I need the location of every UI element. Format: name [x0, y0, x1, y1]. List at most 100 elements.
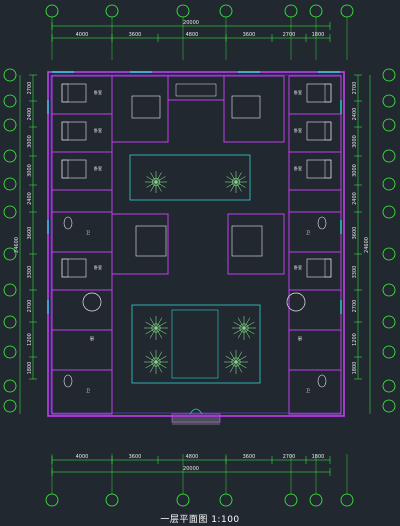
axis-bubble-right	[382, 118, 396, 132]
axis-bubble-right	[382, 247, 396, 261]
bed-pillow	[324, 258, 332, 278]
plant-leaf	[155, 181, 162, 192]
table-center	[175, 83, 217, 97]
left-room	[51, 369, 113, 415]
right-room	[288, 151, 342, 191]
right-dim-label: 3000	[352, 135, 358, 148]
axis-bubble-bottom	[105, 493, 119, 507]
axis-bubble-right	[382, 345, 396, 359]
bed	[61, 83, 87, 103]
bottom-dim-label: 3600	[243, 454, 256, 460]
room-label-right: 卧室	[294, 264, 302, 270]
sofa-set	[131, 95, 161, 119]
plant-leaf	[150, 172, 157, 183]
right-room	[288, 189, 342, 213]
axis-bubble-bottom	[45, 493, 59, 507]
plant-leaf	[235, 361, 243, 373]
top-dim-label: 2700	[283, 32, 296, 38]
mid-sofa	[135, 225, 167, 257]
plant-leaf	[155, 181, 166, 188]
right-room	[288, 251, 342, 291]
plant-leaf	[235, 176, 246, 183]
bath-label-left: 卫	[86, 388, 90, 393]
plant-leaf	[243, 321, 255, 329]
axis-bubble-left	[3, 149, 17, 163]
bottom-dim-label: 4000	[76, 454, 89, 460]
room-label-right: 卧室	[294, 89, 302, 95]
left-dim-label: 2700	[27, 300, 33, 313]
bed-pillow	[61, 121, 69, 141]
axis-bubble-left	[3, 247, 17, 261]
plant-leaf	[146, 181, 157, 188]
left-room	[51, 289, 113, 331]
plant-leaf	[149, 361, 157, 373]
plant-leaf	[145, 361, 157, 369]
plant-core	[231, 177, 241, 187]
top-dim-label: 4000	[76, 32, 89, 38]
round-table	[286, 292, 306, 312]
right-room	[288, 289, 342, 331]
bath-label-right: 卫	[306, 388, 310, 393]
axis-bubble-right	[382, 68, 396, 82]
right-dim-label: 3000	[352, 164, 358, 177]
building-plan: 卧室卧室卧室卧室卧室卧室卧室卧室卫卫卫卫厨厨	[47, 71, 345, 425]
mid-hall-left	[111, 213, 169, 275]
left-room	[51, 151, 113, 191]
courtyard-upper	[129, 154, 251, 201]
left-total-label: 24600	[14, 237, 20, 253]
plant-leaf	[233, 327, 245, 335]
top-dim-label: 1800	[312, 32, 325, 38]
plant-leaf	[225, 361, 237, 369]
bed	[61, 121, 87, 141]
right-room	[288, 211, 342, 253]
bed-pillow	[61, 159, 69, 179]
outer-wall	[47, 71, 345, 417]
left-room	[51, 113, 113, 153]
bed	[306, 159, 332, 179]
plant-leaf	[145, 327, 157, 335]
axis-bubble-top	[340, 4, 354, 18]
top-dim-label: 4800	[186, 32, 199, 38]
plant-leaf	[235, 181, 246, 188]
plant-icon	[224, 350, 248, 374]
left-dim-label: 2700	[27, 82, 33, 95]
axis-bubble-right	[382, 315, 396, 329]
right-dim-label: 1200	[352, 333, 358, 346]
left-room	[51, 329, 113, 371]
plant-leaf	[155, 176, 166, 183]
right-room	[288, 369, 342, 415]
bottom-dim-label: 2700	[283, 454, 296, 460]
hall-left	[111, 75, 169, 143]
toilet	[317, 374, 327, 388]
axis-bubble-bottom	[340, 493, 354, 507]
room-label-left: 卧室	[94, 264, 102, 270]
room-label-left: 卧室	[94, 89, 102, 95]
plant-icon	[144, 350, 168, 374]
axis-bubble-right	[382, 283, 396, 297]
plant-leaf	[226, 181, 237, 188]
plant-leaf	[243, 327, 251, 339]
axis-bubble-top	[105, 4, 119, 18]
axis-bubble-left	[3, 283, 17, 297]
entrance-door-arc	[189, 408, 203, 415]
courtyard-pool	[171, 309, 219, 379]
plant-leaf	[150, 181, 157, 192]
plant-icon	[232, 316, 256, 340]
drawing-caption: 一层平面图 1:100	[160, 515, 240, 525]
room-label-left: 卧室	[94, 127, 102, 133]
kitchen-label-left: 厨	[90, 335, 94, 341]
plant-leaf	[230, 181, 237, 192]
plant-leaf	[235, 172, 242, 183]
plant-leaf	[149, 317, 157, 329]
plant-leaf	[145, 355, 157, 363]
plant-leaf	[229, 351, 237, 363]
bed	[306, 83, 332, 103]
plant-leaf	[155, 361, 163, 373]
axis-bubble-top	[284, 4, 298, 18]
toilet	[63, 216, 73, 230]
toilet	[317, 216, 327, 230]
bottom-total-label: 20000	[183, 466, 199, 472]
plant-leaf	[155, 321, 167, 329]
left-room	[51, 211, 113, 253]
bath-label-right: 卫	[306, 230, 310, 235]
